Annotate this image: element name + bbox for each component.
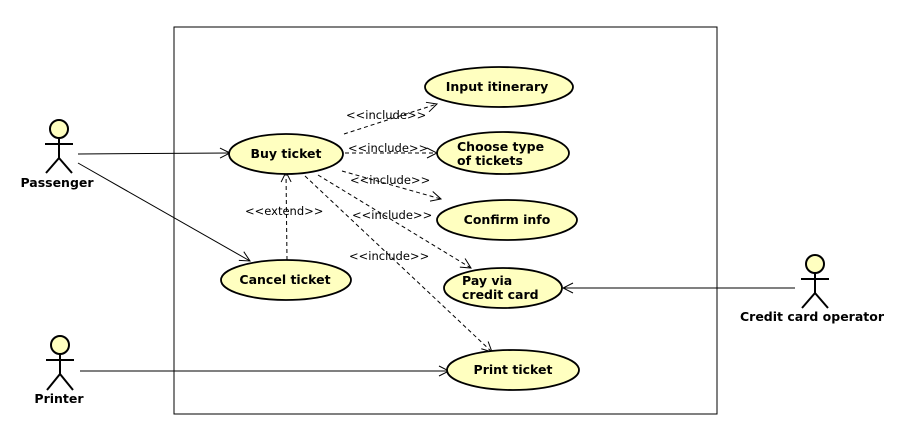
actor-credit-card-operator-label: Credit card operator <box>740 309 885 324</box>
actor-credit-card-operator[interactable]: Credit card operator <box>740 254 885 324</box>
use-case-pay-via-credit-card[interactable]: Pay via credit card <box>443 267 563 309</box>
include-label-choose-type: <<include>> <box>348 141 428 155</box>
actor-printer[interactable]: Printer <box>34 335 84 406</box>
include-arrow-confirm-info <box>341 170 441 199</box>
actor-printer-label: Printer <box>34 391 84 406</box>
use-case-input-itinerary-label: Input itinerary <box>446 79 549 94</box>
use-case-cancel-ticket-label: Cancel ticket <box>239 272 330 287</box>
use-case-choose-type-line1: Choose type <box>457 139 544 154</box>
use-case-choose-type-line2: of tickets <box>457 153 523 168</box>
association-passenger-buy-ticket <box>77 153 230 154</box>
include-arrow-input-itinerary <box>343 104 437 135</box>
use-case-choose-type[interactable]: Choose type of tickets <box>436 131 570 175</box>
use-case-confirm-info-label: Confirm info <box>464 212 551 227</box>
use-case-input-itinerary[interactable]: Input itinerary <box>424 66 574 108</box>
use-case-buy-ticket[interactable]: Buy ticket <box>228 133 344 175</box>
use-case-pay-line2: credit card <box>462 287 539 302</box>
actor-passenger-label: Passenger <box>20 175 94 190</box>
use-case-confirm-info[interactable]: Confirm info <box>436 199 578 241</box>
extend-label: <<extend>> <box>245 204 323 218</box>
include-label-pay: <<include>> <box>352 208 432 222</box>
use-case-cancel-ticket[interactable]: Cancel ticket <box>220 259 352 301</box>
use-case-pay-line1: Pay via <box>462 273 512 288</box>
use-case-print-ticket[interactable]: Print ticket <box>446 349 580 391</box>
include-label-confirm-info: <<include>> <box>350 173 430 187</box>
actor-passenger[interactable]: Passenger <box>20 119 94 190</box>
include-arrow-print-ticket <box>304 175 492 352</box>
extend-arrow-cancel-to-buy <box>286 172 287 261</box>
include-arrow-pay <box>317 174 471 268</box>
use-case-buy-ticket-label: Buy ticket <box>250 146 321 161</box>
use-case-print-ticket-label: Print ticket <box>474 362 553 377</box>
include-label-input-itinerary: <<include>> <box>346 108 426 122</box>
association-passenger-cancel-ticket <box>77 162 250 261</box>
system-boundary <box>173 26 718 415</box>
include-label-print-ticket: <<include>> <box>349 249 429 263</box>
